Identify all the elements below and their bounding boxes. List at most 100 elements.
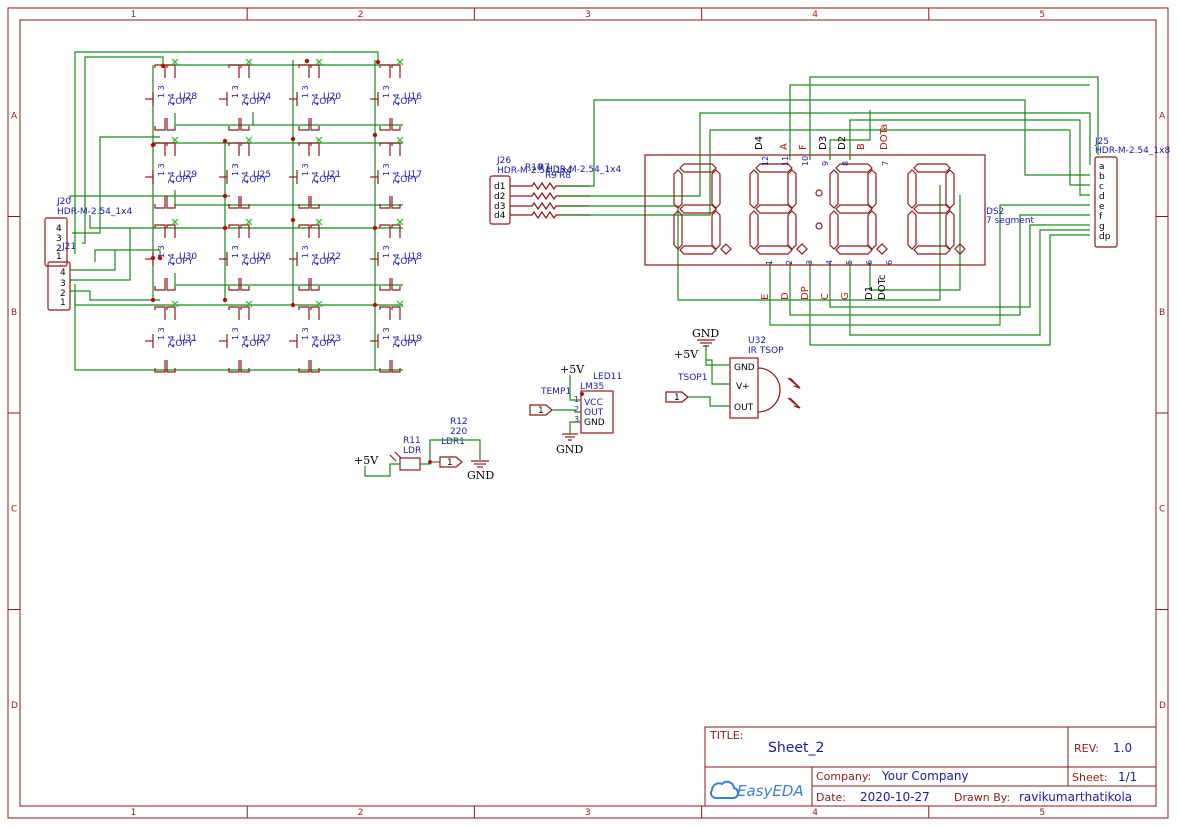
j25-pin: f xyxy=(1099,212,1103,222)
display-bottom-pin: 6 xyxy=(865,260,874,265)
display-top-label: D3 xyxy=(818,136,829,150)
col-label-top: 2 xyxy=(358,10,364,20)
title-block: TITLE: Sheet_2 REV: 1.0 Company: Your Co… xyxy=(704,726,1157,807)
col-label-top: 1 xyxy=(131,10,137,20)
junction-dot xyxy=(222,138,228,144)
switch-pins-bottom: 2 4 xyxy=(311,171,320,184)
switch-ref: U27 xyxy=(253,334,271,344)
ir-vcc-label: +5V xyxy=(674,348,699,361)
r12-value: 220 xyxy=(450,427,467,437)
row-label-left: B xyxy=(11,308,17,318)
sheet-title: Sheet_2 xyxy=(768,740,824,756)
ir-value: IR TSOP xyxy=(748,346,784,356)
display-digit xyxy=(907,163,966,255)
temp-ref: LED11 xyxy=(593,372,622,382)
junction-dot xyxy=(304,58,310,64)
switch-pins-top: 1 3 xyxy=(301,327,310,340)
switch-pins-bottom: 2 4 xyxy=(241,171,250,184)
r11-ref: R11 xyxy=(403,436,421,446)
resistor-array: R10 R7 R9 R8 HDR-M-2.54_1x4 xyxy=(510,163,621,220)
switch-value: COPY xyxy=(243,97,268,107)
switch-pins-top: 1 3 xyxy=(157,85,166,98)
temp-gnd-label: GND xyxy=(556,443,583,456)
j20-value: HDR-M-2.54_1x4 xyxy=(57,207,132,217)
j25-ref: J25 xyxy=(1094,137,1109,147)
switch-pins-bottom: 2 4 xyxy=(311,93,320,106)
ds2-ref: DS2 xyxy=(986,207,1004,217)
j26-pin-d2: d2 xyxy=(494,192,505,202)
switch-value: COPY xyxy=(394,97,419,107)
switch-ref: U18 xyxy=(404,252,422,262)
j25-pin: b xyxy=(1099,172,1105,182)
sheet-value: 1/1 xyxy=(1118,770,1137,784)
switch-value: COPY xyxy=(243,339,268,349)
display-wires xyxy=(560,76,1099,346)
col-label-top: 5 xyxy=(1039,10,1045,20)
junction-dot xyxy=(290,136,296,142)
junction-dot xyxy=(150,142,156,148)
display-top-pin: 9 xyxy=(821,161,830,166)
junction-dot xyxy=(290,217,296,223)
switch-pins-bottom: 2 4 xyxy=(241,253,250,266)
switch-pins-top: 1 3 xyxy=(301,245,310,258)
col-label-top: 4 xyxy=(812,10,818,20)
switch-pins-top: 1 3 xyxy=(231,245,240,258)
ir-ref: U32 xyxy=(748,336,766,346)
display-bottom-pin: 6 xyxy=(885,260,894,265)
display-bottom-label: D1 xyxy=(864,286,875,300)
junction-dot xyxy=(222,225,228,231)
ldr-vcc-label: +5V xyxy=(354,454,379,467)
j25-value: HDR-M-2.54_1x8 xyxy=(1095,146,1170,156)
rev-value: 1.0 xyxy=(1113,741,1132,755)
switch-pins-bottom: 2 4 xyxy=(392,253,401,266)
switch-ref: U25 xyxy=(253,170,271,180)
switch-pins-bottom: 2 4 xyxy=(167,171,176,184)
switch-value: COPY xyxy=(394,257,419,267)
junction-dot xyxy=(150,255,156,261)
temp-net-label: TEMP1 xyxy=(540,387,571,397)
temp-sensor: LED11 LM35 VCC OUT GND 1 2 3 TEMP1 +5V G… xyxy=(529,363,622,456)
row-label-right: D xyxy=(1159,701,1166,711)
row-label-right: A xyxy=(1159,111,1166,121)
ir-port: 1 xyxy=(674,393,680,403)
switch-value: COPY xyxy=(313,97,338,107)
switch-pins-top: 1 3 xyxy=(382,245,391,258)
junction-dot xyxy=(222,297,228,303)
ldr-net-label: LDR1 xyxy=(441,437,465,447)
ldr-circuit: R11 LDR R12 220 LDR1 1 +5V GND xyxy=(354,417,494,482)
switch-pins-top: 1 3 xyxy=(157,245,166,258)
display-bottom-pin: 3 xyxy=(805,260,814,265)
row-label-left: A xyxy=(11,111,18,121)
temp-pin-gnd: GND xyxy=(584,418,605,428)
display-bottom-label: G xyxy=(840,292,851,300)
junction-dot xyxy=(372,225,378,231)
col-label-top: 3 xyxy=(585,10,591,20)
company-label: Company: xyxy=(816,770,871,783)
j25-pin: e xyxy=(1099,202,1105,212)
switch-pins-bottom: 2 4 xyxy=(392,93,401,106)
switch-pins-top: 1 3 xyxy=(157,327,166,340)
switch-pins-bottom: 2 4 xyxy=(241,335,250,348)
j25-pin: a xyxy=(1099,162,1105,172)
ir-pin-gnd: GND xyxy=(734,363,755,373)
j21-pin-2: 2 xyxy=(60,289,66,299)
display-top-pin: 11 xyxy=(781,156,790,166)
switch-pins-top: 1 3 xyxy=(301,85,310,98)
r8-ref: R8 xyxy=(559,171,571,181)
temp-port: 1 xyxy=(538,406,544,416)
switch-ref: U22 xyxy=(323,252,341,262)
sheet-label: Sheet: xyxy=(1072,771,1108,784)
junction-dot xyxy=(375,59,381,65)
display-top-label: A xyxy=(779,143,790,150)
